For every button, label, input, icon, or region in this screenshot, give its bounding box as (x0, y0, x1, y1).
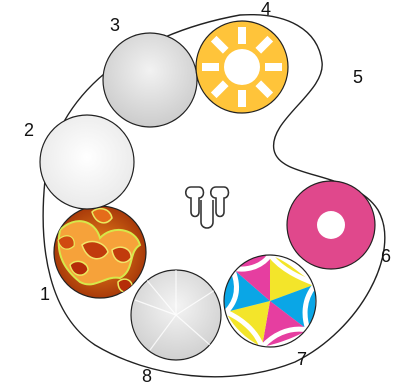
label-2: 2 (24, 120, 34, 140)
slot-7-disc (224, 255, 316, 347)
slot-6-disc (287, 181, 375, 269)
label-1: 1 (40, 284, 50, 304)
slot-1-disc (54, 206, 146, 298)
label-3: 3 (110, 15, 120, 35)
label-6: 6 (381, 246, 391, 266)
slot-2-disc (40, 115, 134, 209)
label-5: 5 (353, 67, 363, 87)
label-8: 8 (142, 366, 152, 384)
label-4: 4 (261, 0, 271, 19)
label-7: 7 (297, 349, 307, 369)
slot-4-disc (196, 21, 288, 113)
center-mount-icon (186, 187, 229, 228)
slot-3-disc (103, 33, 197, 127)
slot-8-disc (131, 270, 221, 360)
